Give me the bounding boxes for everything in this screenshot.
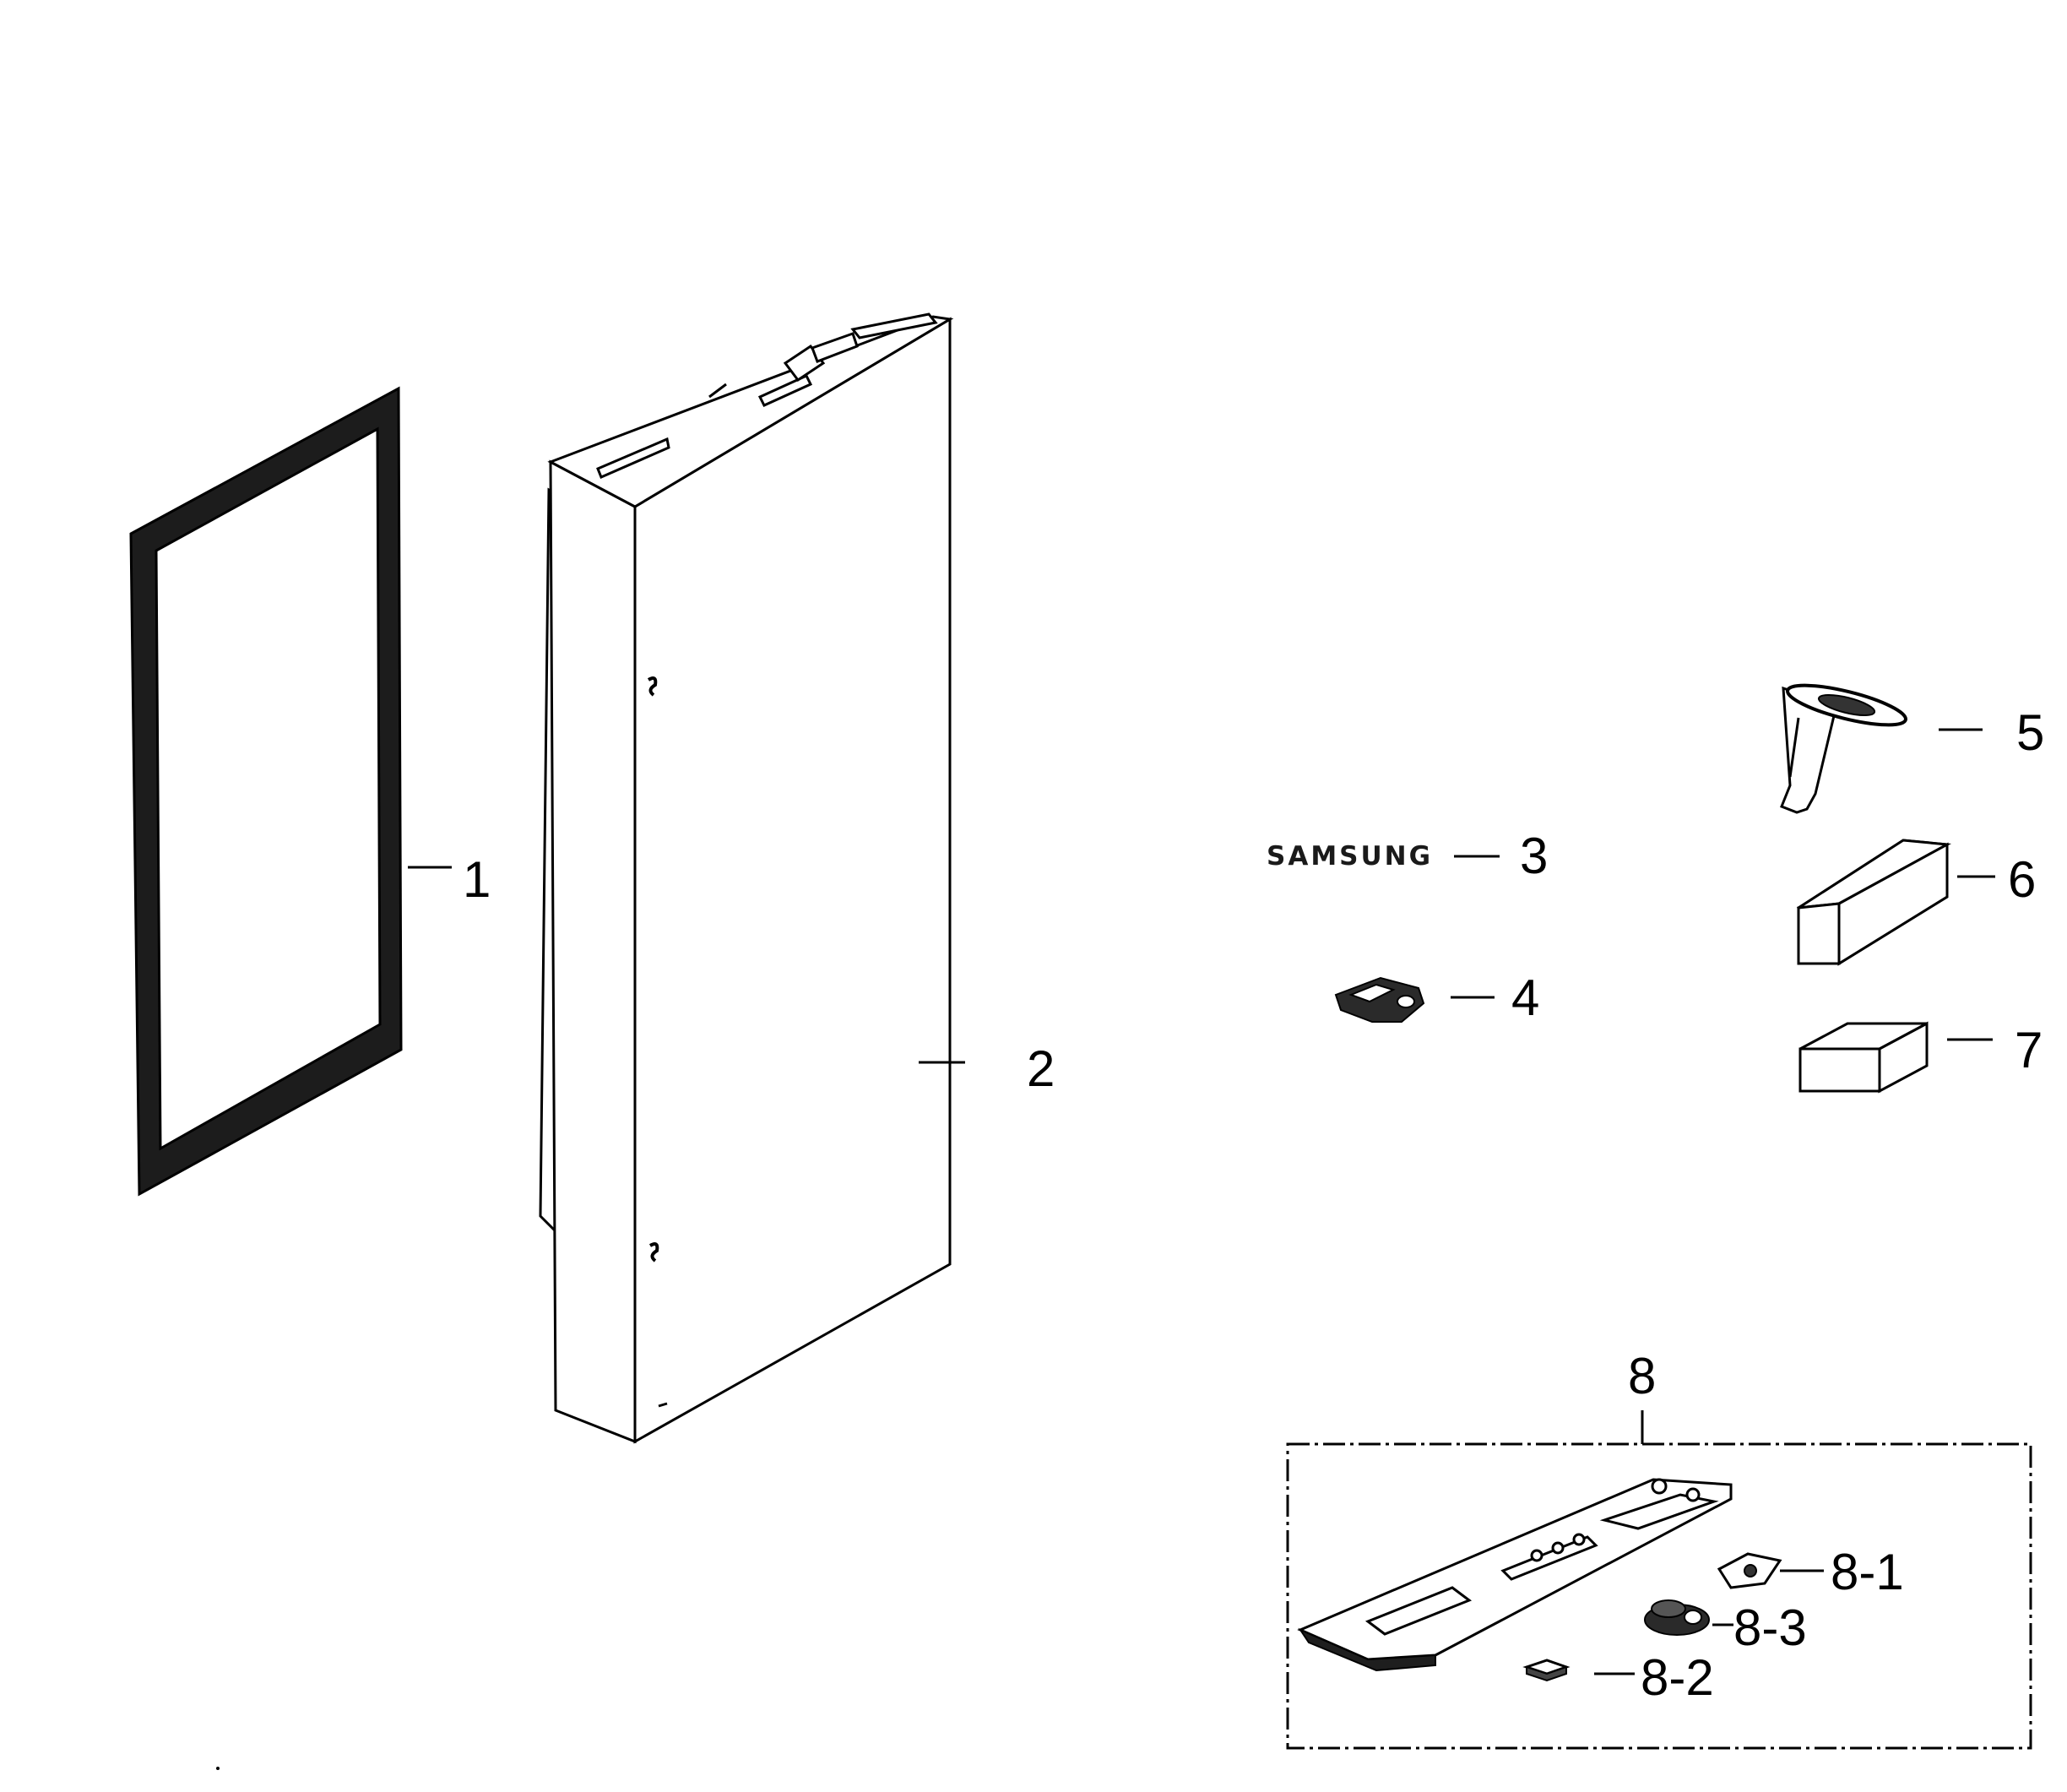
callout-1: 1 (463, 851, 491, 908)
callout-8-2: 8-2 (1641, 1649, 1714, 1706)
callout-8-1: 8-1 (1831, 1544, 1904, 1600)
hinge-bracket-part (1334, 976, 1425, 1023)
callout-4: 4 (1511, 969, 1539, 1026)
callout-3: 3 (1520, 828, 1548, 884)
callout-8: 8 (1628, 1348, 1656, 1404)
door-gasket-part (129, 386, 403, 1197)
samsung-emblem-part: SAMSUNG (1267, 841, 1433, 872)
foam-block-small-part (1798, 1021, 1929, 1094)
hinge-pin-part (1780, 683, 1907, 814)
cover-assembly-part (1297, 1478, 1733, 1672)
callout-6: 6 (2008, 851, 2036, 908)
callout-5: 5 (2016, 704, 2044, 761)
stray-dot (216, 1767, 220, 1770)
pad-8-2-part (1522, 1659, 1571, 1682)
plate-8-1-part (1717, 1552, 1782, 1589)
foam-block-large-part (1796, 839, 1952, 966)
callout-7: 7 (2015, 1022, 2043, 1078)
knob-8-3-part (1644, 1599, 1710, 1636)
callout-2: 2 (1027, 1040, 1055, 1097)
door-assembly-part (539, 312, 954, 1444)
callout-8-3: 8-3 (1733, 1599, 1807, 1656)
assembly-8-box (1286, 1442, 2032, 1750)
